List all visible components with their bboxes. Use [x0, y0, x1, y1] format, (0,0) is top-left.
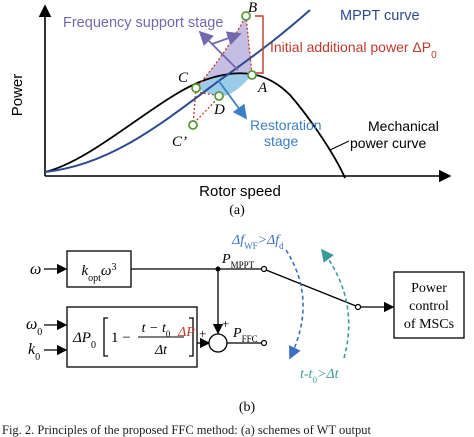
mppt-block-label: koptω3 [81, 262, 116, 284]
ffc-dp0-main: ΔP [72, 330, 91, 346]
cond-bottom-label: t-t0>Δt [300, 367, 340, 385]
cond-bottom-t: t-t [300, 367, 314, 382]
ffc-num-main: t − t [142, 321, 167, 336]
cond-top-sub1: WF [244, 241, 258, 251]
restoration-arrow [217, 79, 248, 120]
initial-power-label: Initial additional power ΔP0 [270, 39, 437, 61]
panel-a: A B C D C’ Power Frequency support stage… [9, 0, 452, 218]
omega0-main: ω [26, 316, 37, 333]
cond-bottom-arrow [321, 248, 350, 359]
mppt-sup: 3 [112, 262, 117, 273]
switch-terminal-top [260, 265, 268, 273]
switch-terminal-bottom [260, 339, 268, 347]
switch-blade [265, 269, 357, 307]
point-d [214, 91, 224, 101]
initial-power-sub: 0 [431, 50, 437, 61]
mppt-block [66, 250, 132, 288]
mppt-curve [44, 9, 311, 173]
ffc-one-minus: 1 − [111, 330, 131, 346]
p-mppt-p: P [221, 252, 231, 267]
cond-bottom-tail: >Δt [317, 367, 340, 382]
label-d: D [213, 102, 225, 118]
mech-curve-label-2: power curve [350, 135, 426, 151]
p-ffc-label: PFFC [232, 326, 258, 344]
panel-b: ω koptω3 PMPPT ω0 k0 ΔP0 1 − [26, 233, 465, 415]
power-control-line3: of MSCs [404, 317, 454, 332]
label-c: C [178, 70, 189, 86]
point-b [241, 11, 251, 21]
delta-p-label: ΔP [177, 325, 195, 340]
plus-left: + [199, 326, 206, 341]
mech-curve-label-1: Mechanical [368, 118, 439, 134]
caption-b: (b) [239, 400, 256, 415]
plus-top: + [222, 316, 229, 331]
initial-power-text: Initial additional power ΔP [270, 39, 431, 55]
power-control-line1: Power [411, 281, 447, 296]
initial-power-bracket [255, 15, 264, 74]
ffc-denominator: Δt [154, 343, 168, 358]
p-mppt-label: PMPPT [221, 252, 255, 270]
ffc-num-sub: 0 [166, 329, 171, 339]
p-ffc-p: P [232, 326, 242, 341]
freq-support-arrow-2 [211, 31, 242, 46]
caption-a: (a) [229, 203, 245, 218]
ffc-right-bracket [189, 317, 194, 357]
input-omega0: ω0 [26, 316, 42, 338]
summing-junction [208, 333, 228, 353]
mech-curve-pointer [329, 140, 350, 151]
label-a: A [257, 80, 268, 96]
input-k0: k0 [28, 341, 40, 363]
ffc-left-bracket [103, 317, 108, 357]
switch-pivot [354, 303, 362, 311]
p-ffc-sub: FFC [242, 334, 258, 344]
mppt-k: k [81, 263, 88, 279]
omega0-sub: 0 [37, 327, 42, 338]
figure-caption-footer: Fig. 2. Principles of the proposed FFC m… [2, 423, 371, 437]
mppt-k-sub: opt [88, 273, 101, 284]
delta-p-text: ΔP [177, 325, 195, 340]
ffc-dp0: ΔP0 [72, 330, 96, 351]
cond-top-mid: >Δf [258, 233, 282, 248]
k0-sub: 0 [35, 352, 40, 363]
point-c [191, 83, 201, 93]
restoration-label-2: stage [264, 133, 298, 149]
mechanical-power-curve [44, 72, 346, 179]
x-axis-label: Rotor speed [199, 183, 281, 200]
c-to-d-dotted [195, 91, 216, 96]
ffc-numerator: t − t0 [142, 321, 171, 339]
cond-bottom-sub: 0 [312, 375, 317, 385]
y-axis-label: Power [9, 74, 26, 117]
freq-support-arrow [198, 30, 239, 71]
restoration-region [196, 73, 252, 97]
label-b: B [248, 0, 257, 16]
point-a [247, 70, 257, 80]
freq-support-boundary [195, 15, 247, 89]
mppt-legend-label: MPPT curve [340, 8, 420, 24]
power-control-block [393, 271, 465, 339]
ffc-dp0-sub: 0 [91, 340, 96, 351]
c-to-cprime-dotted [192, 87, 197, 126]
cond-top-sub2: d [279, 241, 284, 251]
input-omega: ω [30, 261, 41, 278]
cond-top-df: Δf [231, 233, 246, 248]
p-mppt-sub: MPPT [231, 260, 255, 270]
mppt-omega: ω [101, 263, 112, 279]
power-control-line2: control [409, 299, 449, 314]
point-c-prime [188, 120, 198, 130]
k0-main: k [28, 341, 36, 358]
cond-top-arrow [285, 249, 304, 360]
label-c-prime: C’ [172, 134, 187, 150]
restoration-label-1: Restoration [250, 117, 322, 133]
freq-support-label: Frequency support stage [63, 15, 223, 31]
cond-top-label: ΔfWF>Δfd [231, 233, 284, 251]
